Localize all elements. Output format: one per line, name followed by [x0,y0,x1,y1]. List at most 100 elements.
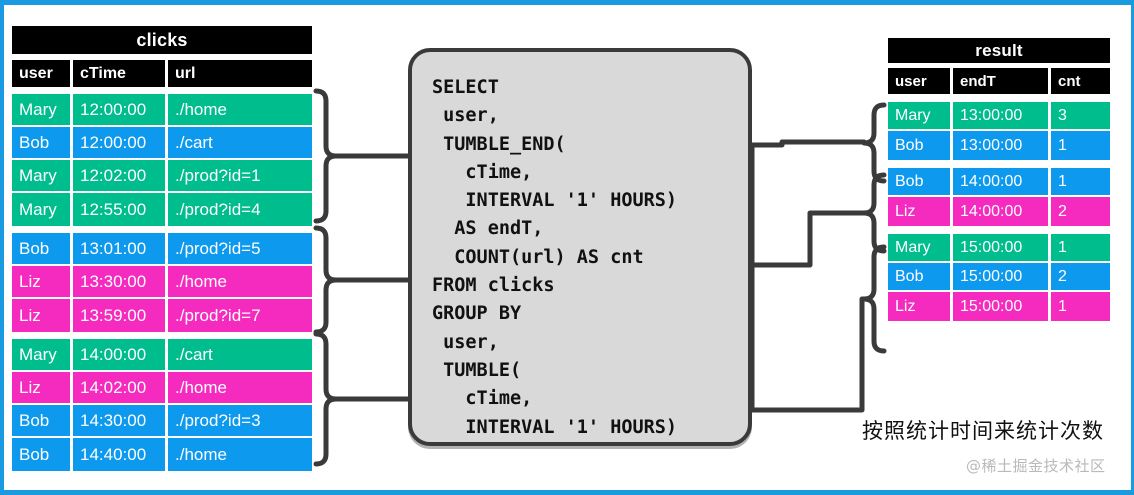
table-cell-cTime: 12:02:00 [73,160,168,191]
brace-left-1 [313,88,339,224]
table-cell-user: Bob [888,168,953,195]
brace-right-3 [861,244,887,354]
table-cell-url: ./home [168,372,312,403]
table-cell-user: Liz [888,292,953,321]
result-header-user: user [888,68,953,94]
table-cell-user: Bob [888,263,953,290]
brace-left-3 [313,331,339,467]
table-cell-url: ./cart [168,127,312,158]
table-cell-cnt: 2 [1051,263,1110,290]
table-cell-endT: 15:00:00 [953,292,1051,321]
table-cell-endT: 13:00:00 [953,131,1051,160]
table-cell-cnt: 1 [1051,168,1110,195]
result-table-title: result [888,38,1110,63]
table-cell-url: ./prod?id=7 [168,299,312,332]
watermark-text: @稀土掘金技术社区 [966,457,1106,475]
table-cell-cTime: 14:40:00 [73,438,168,471]
result-header-row: user endT cnt [888,68,1110,94]
table-cell-cTime: 14:30:00 [73,405,168,436]
table-cell-cnt: 1 [1051,292,1110,321]
clicks-table-title: clicks [12,26,312,54]
table-cell-url: ./prod?id=5 [168,233,312,264]
table-cell-url: ./prod?id=4 [168,193,312,226]
clicks-header-ctime: cTime [73,60,168,87]
caption-text: 按照统计时间来统计次数 [862,419,1104,443]
table-cell-user: Mary [12,339,73,370]
table-cell-user: Liz [12,299,73,332]
stem-right-1 [749,139,867,148]
table-cell-cnt: 2 [1051,197,1110,226]
brace-right-1 [861,102,887,184]
table-cell-url: ./home [168,94,312,125]
table-cell-cTime: 12:55:00 [73,193,168,226]
table-cell-endT: 15:00:00 [953,263,1051,290]
table-cell-user: Mary [888,234,953,261]
table-cell-endT: 13:00:00 [953,102,1051,129]
table-cell-user: Bob [12,438,73,471]
frame-border-top [0,0,1134,5]
table-cell-cTime: 12:00:00 [73,94,168,125]
table-cell-user: Mary [12,94,73,125]
table-cell-cTime: 13:59:00 [73,299,168,332]
result-header-cnt: cnt [1058,72,1081,90]
table-cell-url: ./prod?id=3 [168,405,312,436]
table-cell-endT: 14:00:00 [953,168,1051,195]
sql-query-text: SELECT user, TUMBLE_END( cTime, INTERVAL… [432,77,678,438]
result-header-endt: endT [953,68,1051,94]
table-cell-user: Bob [888,131,953,160]
table-cell-cnt: 1 [1051,131,1110,160]
table-cell-cnt: 3 [1051,102,1110,129]
clicks-header-url: url [175,64,196,82]
table-cell-url: ./home [168,438,312,471]
clicks-header-row: user cTime url [12,60,312,87]
table-cell-url: ./prod?id=1 [168,160,312,191]
table-cell-cTime: 13:30:00 [73,266,168,297]
table-cell-cTime: 14:02:00 [73,372,168,403]
clicks-header-user: user [12,60,73,87]
table-cell-cTime: 12:00:00 [73,127,168,158]
table-cell-user: Mary [12,160,73,191]
table-cell-user: Bob [12,405,73,436]
frame-border-left [0,0,4,495]
table-cell-url: ./home [168,266,312,297]
table-cell-user: Bob [12,127,73,158]
table-cell-cTime: 14:00:00 [73,339,168,370]
table-cell-user: Liz [12,266,73,297]
table-cell-user: Mary [888,102,953,129]
table-cell-cnt: 1 [1051,234,1110,261]
table-cell-user: Liz [888,197,953,226]
stem-right-3 [749,296,867,413]
sql-query-box: SELECT user, TUMBLE_END( cTime, INTERVAL… [408,48,752,446]
table-cell-user: Mary [12,193,73,226]
table-cell-url: ./cart [168,339,312,370]
brace-right-2 [861,172,887,254]
